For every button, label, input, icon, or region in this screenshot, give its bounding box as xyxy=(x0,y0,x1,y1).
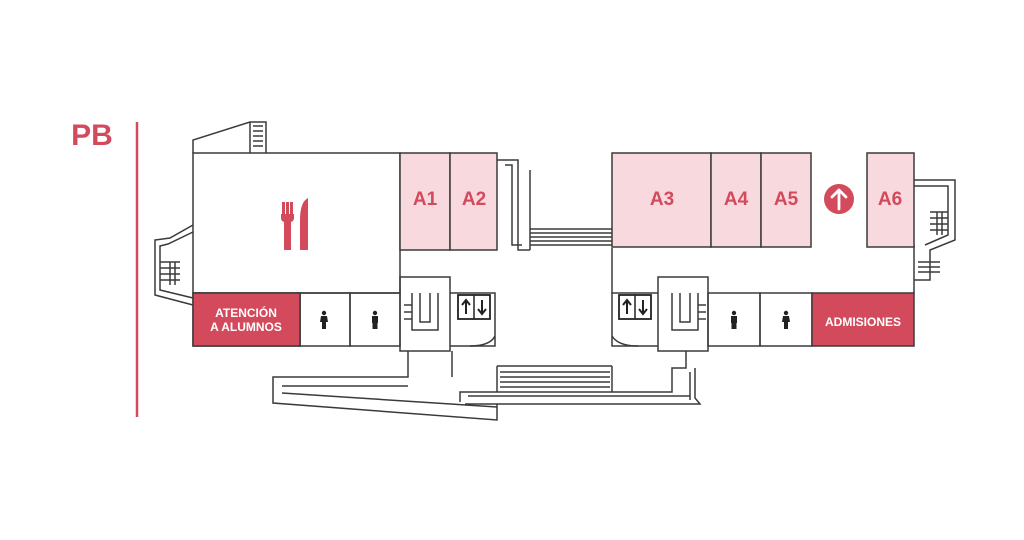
label-atencion-line2: A ALUMNOS xyxy=(210,320,282,334)
room-a3[interactable] xyxy=(611,152,712,248)
room-admisiones[interactable] xyxy=(811,292,915,347)
floor-label: PB xyxy=(71,119,113,152)
label-a3: A3 xyxy=(650,189,674,210)
person-icon xyxy=(320,310,328,329)
room-a1[interactable] xyxy=(399,152,451,251)
elevator-icon xyxy=(618,294,652,320)
building-outline xyxy=(154,121,956,421)
person-icon xyxy=(731,310,737,329)
label-atencion-line1: ATENCIÓN xyxy=(215,305,277,320)
label-admisiones: ADMISIONES xyxy=(825,315,901,329)
label-a1: A1 xyxy=(413,189,438,210)
up-arrow-icon xyxy=(824,184,854,214)
elevator-icon xyxy=(457,294,491,320)
classrooms xyxy=(192,152,915,347)
label-a5: A5 xyxy=(774,189,799,210)
label-a2: A2 xyxy=(462,189,486,210)
room-a2[interactable] xyxy=(449,152,498,251)
room-atencion-alumnos[interactable] xyxy=(192,292,301,347)
fork-knife-icon xyxy=(281,198,308,250)
person-icon xyxy=(782,310,790,329)
room-a5[interactable] xyxy=(760,152,812,248)
label-a4: A4 xyxy=(724,189,749,210)
room-a6[interactable] xyxy=(866,152,915,248)
person-icon xyxy=(372,310,378,329)
label-a6: A6 xyxy=(878,189,902,210)
